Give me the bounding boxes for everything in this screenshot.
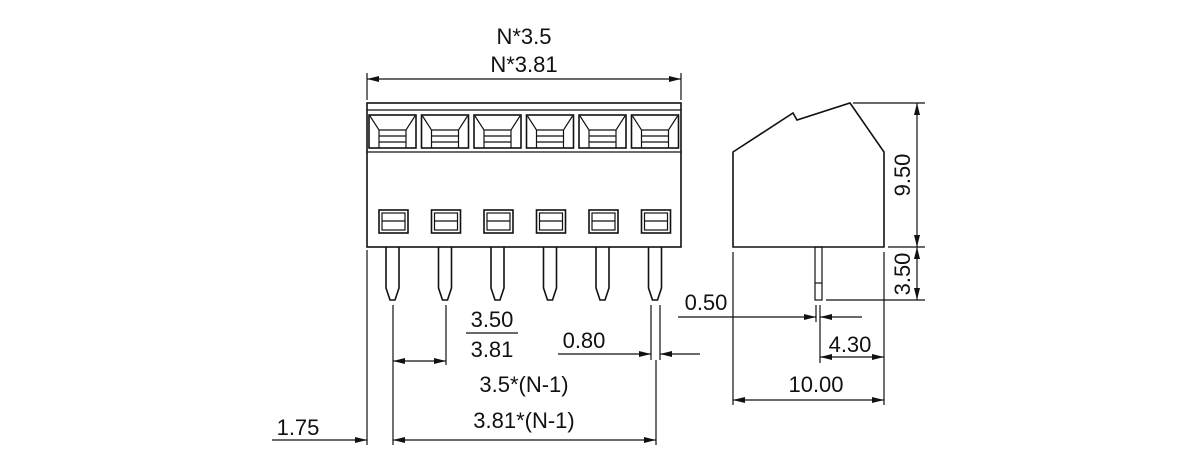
pin	[437, 247, 453, 301]
span-label-2: 3.81*(N-1)	[473, 408, 574, 433]
screw-window-row	[378, 209, 672, 234]
wire-entry-outline	[525, 114, 575, 149]
side-dimensions: 9.50 3.50 0.50 4.30 10.00	[678, 102, 925, 405]
wire-entry-row	[368, 114, 680, 149]
side-view	[732, 102, 885, 301]
edge-offset-label: 1.75	[277, 415, 320, 440]
width-label-1: N*3.5	[496, 24, 551, 49]
front-view	[366, 102, 682, 301]
wire-entry-funnel	[526, 115, 574, 148]
pin	[647, 247, 663, 301]
pin-offset-label: 4.30	[829, 332, 872, 357]
screw-window	[430, 209, 462, 234]
width-label-2: N*3.81	[490, 52, 557, 77]
wire-entry-funnel	[579, 115, 626, 148]
wire-entry-outline	[473, 114, 522, 149]
screw-window	[535, 209, 567, 234]
screw-window-outer	[535, 209, 567, 234]
screw-window	[640, 209, 672, 234]
screw-window-outer	[588, 209, 619, 234]
wire-entry-funnel	[631, 115, 679, 148]
front-body-outline	[366, 102, 682, 248]
wire-entry	[368, 114, 417, 149]
screw-window-outer	[378, 209, 409, 234]
wire-entry	[473, 114, 522, 149]
wire-entry-funnel	[474, 115, 521, 148]
pin	[542, 247, 558, 301]
pitch-label-2: 3.81	[471, 337, 514, 362]
screw-window-outer	[430, 209, 462, 234]
pin-width-label: 0.80	[563, 328, 606, 353]
screw-window-outer	[640, 209, 672, 234]
wire-entry	[578, 114, 627, 149]
pin-row	[385, 247, 663, 301]
wire-entry-outline	[578, 114, 627, 149]
screw-window-outer	[483, 209, 514, 234]
front-dimensions: N*3.5 N*3.81 3.50 3.81 0.80 3.5*(N-1) 3.…	[272, 24, 700, 445]
span-label-1: 3.5*(N-1)	[479, 372, 568, 397]
pin	[595, 247, 610, 301]
pin-thickness-label: 0.50	[685, 290, 728, 315]
screw-window	[588, 209, 619, 234]
wire-entry-funnel	[369, 115, 416, 148]
side-pin	[814, 246, 823, 301]
pin	[385, 247, 400, 301]
pin-length-label: 3.50	[890, 253, 915, 296]
pitch-label-1: 3.50	[471, 307, 514, 332]
screw-window	[483, 209, 514, 234]
wire-entry	[420, 114, 470, 149]
pin	[490, 247, 505, 301]
screw-window	[378, 209, 409, 234]
body-height-label: 9.50	[890, 154, 915, 197]
wire-entry	[630, 114, 680, 149]
side-body-outline	[732, 102, 885, 248]
wire-entry-funnel	[421, 115, 469, 148]
wire-entry-outline	[420, 114, 470, 149]
wire-entry-outline	[368, 114, 417, 149]
wire-entry	[525, 114, 575, 149]
depth-label: 10.00	[788, 372, 843, 397]
wire-entry-outline	[630, 114, 680, 149]
